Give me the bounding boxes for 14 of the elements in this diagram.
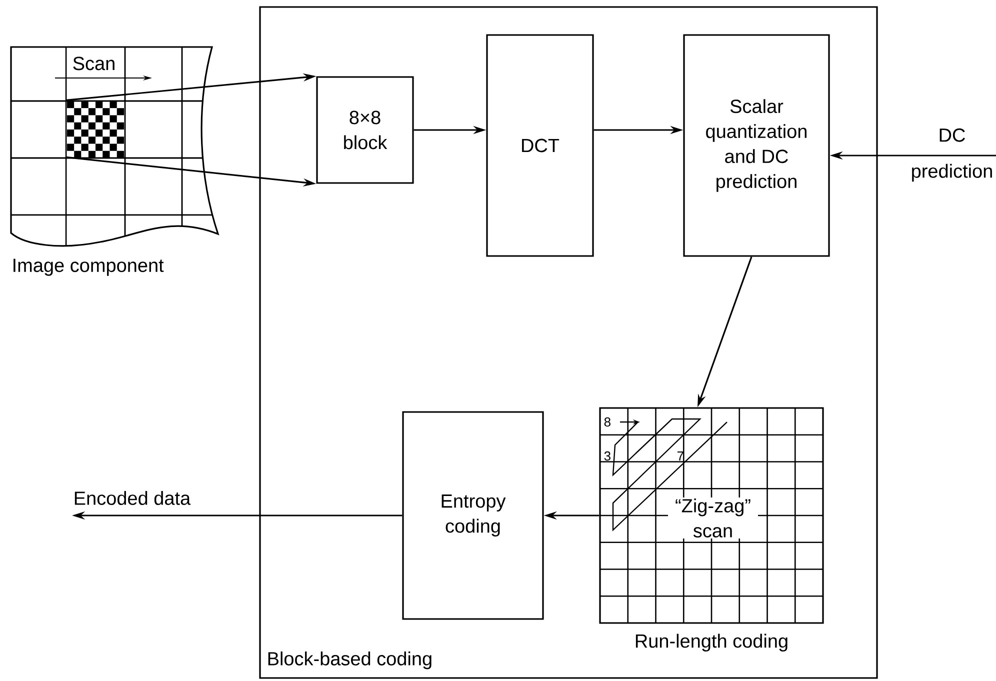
image-grid-drawing	[10, 46, 219, 247]
process-box: Entropy coding	[402, 411, 544, 620]
process-box: DCT	[486, 34, 594, 257]
node-label: Run-length coding	[636, 634, 788, 652]
scan-order-number: 8	[604, 417, 610, 427]
edge-label: Encoded data	[74, 491, 191, 505]
scan-order-number: 7	[677, 452, 684, 460]
scan-label: Scan	[73, 56, 114, 70]
process-box: 8×8 block	[316, 76, 414, 184]
process-box: Scalar quantization and DC prediction	[683, 34, 830, 257]
scan-order-number: 3	[604, 451, 610, 461]
edge-label: DC prediction	[912, 128, 992, 182]
node-label: Image component	[14, 258, 164, 276]
scan-label: “Zig-zag” scan	[668, 498, 758, 538]
